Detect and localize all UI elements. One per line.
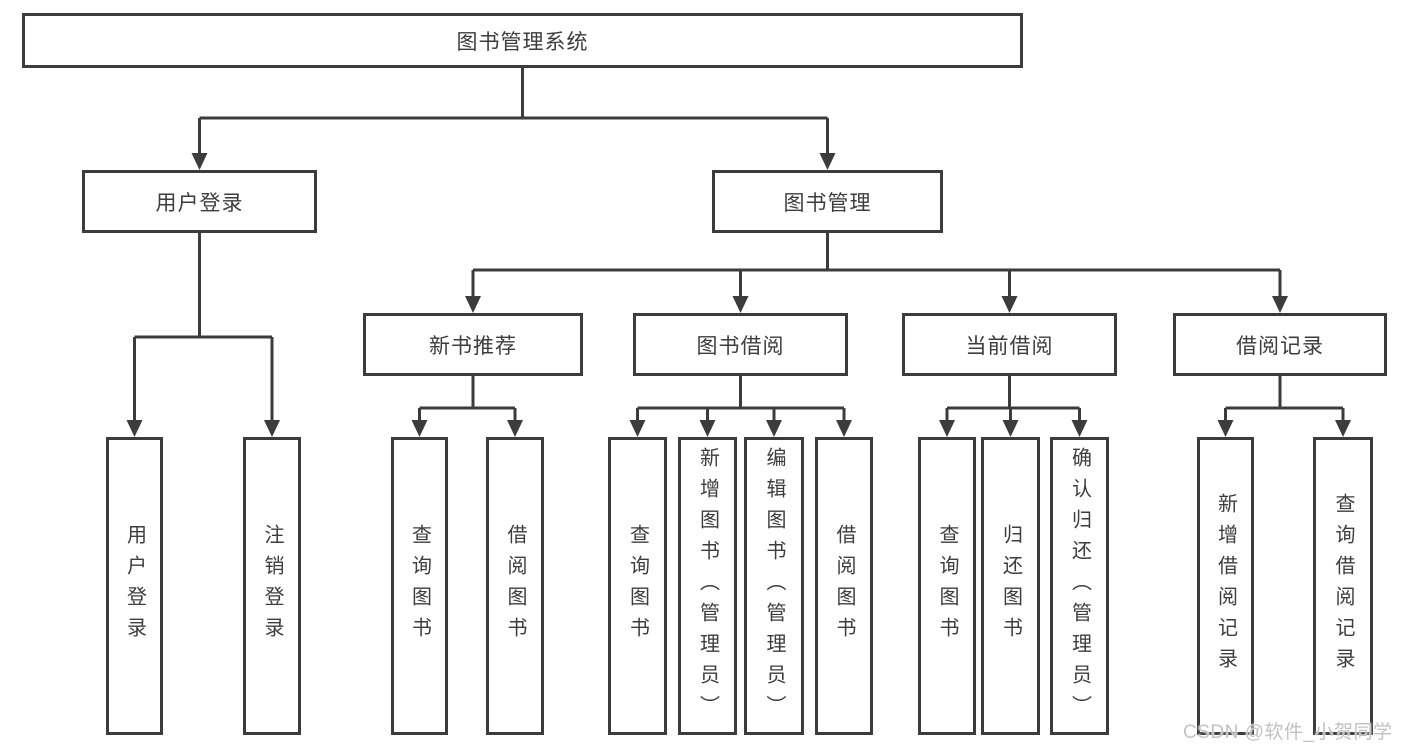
leaf-label: 确认归还（管理员） bbox=[1068, 446, 1091, 726]
node-current-borrowing: 当前借阅 bbox=[902, 313, 1117, 376]
leaf-query-books-1: 查询图书 bbox=[391, 437, 448, 735]
csdn-watermark: CSDN @软件_小贺同学 bbox=[1183, 722, 1393, 743]
leaf-add-borrow-record: 新增借阅记录 bbox=[1197, 437, 1254, 735]
leaf-return-books: 归还图书 bbox=[981, 437, 1040, 735]
leaf-confirm-return-admin: 确认归还（管理员） bbox=[1050, 437, 1109, 735]
leaf-label: 编辑图书（管理员） bbox=[763, 446, 785, 726]
leaf-label: 归还图书 bbox=[999, 524, 1022, 648]
leaf-label: 查询图书 bbox=[408, 524, 431, 648]
node-user-login: 用户登录 bbox=[82, 170, 317, 233]
leaf-borrow-books-1: 借阅图书 bbox=[486, 437, 544, 735]
leaf-label: 注销登录 bbox=[261, 524, 283, 648]
node-book-management: 图书管理 bbox=[712, 170, 943, 233]
leaf-add-books-admin: 新增图书（管理员） bbox=[678, 437, 737, 735]
leaf-logout-login: 注销登录 bbox=[243, 437, 301, 735]
leaf-edit-books-admin: 编辑图书（管理员） bbox=[744, 437, 804, 735]
leaf-label: 查询图书 bbox=[626, 524, 649, 648]
leaf-query-borrow-record: 查询借阅记录 bbox=[1313, 437, 1373, 735]
node-label: 借阅记录 bbox=[1236, 334, 1324, 358]
node-book-borrowing: 图书借阅 bbox=[633, 313, 848, 376]
leaf-label: 查询图书 bbox=[936, 524, 958, 648]
leaf-user-login: 用户登录 bbox=[106, 437, 163, 735]
node-label: 图书管理系统 bbox=[456, 30, 589, 54]
node-label: 图书借阅 bbox=[696, 334, 785, 358]
node-label: 当前借阅 bbox=[965, 334, 1054, 358]
leaf-label: 用户登录 bbox=[123, 524, 146, 648]
leaf-label: 借阅图书 bbox=[504, 524, 526, 648]
node-label: 图书管理 bbox=[783, 191, 872, 215]
leaf-label: 借阅图书 bbox=[833, 524, 855, 648]
leaf-borrow-books-2: 借阅图书 bbox=[815, 437, 873, 735]
node-label: 用户登录 bbox=[155, 191, 244, 215]
node-borrowing-records: 借阅记录 bbox=[1173, 313, 1387, 376]
node-label: 新书推荐 bbox=[429, 334, 517, 358]
node-new-book-recommend: 新书推荐 bbox=[363, 313, 583, 376]
leaf-label: 查询借阅记录 bbox=[1332, 493, 1354, 679]
leaf-query-books-2: 查询图书 bbox=[608, 437, 667, 735]
leaf-query-books-3: 查询图书 bbox=[918, 437, 976, 735]
leaf-label: 新增图书（管理员） bbox=[696, 446, 719, 726]
leaf-label: 新增借阅记录 bbox=[1214, 493, 1237, 679]
node-library-management-system: 图书管理系统 bbox=[22, 13, 1023, 68]
